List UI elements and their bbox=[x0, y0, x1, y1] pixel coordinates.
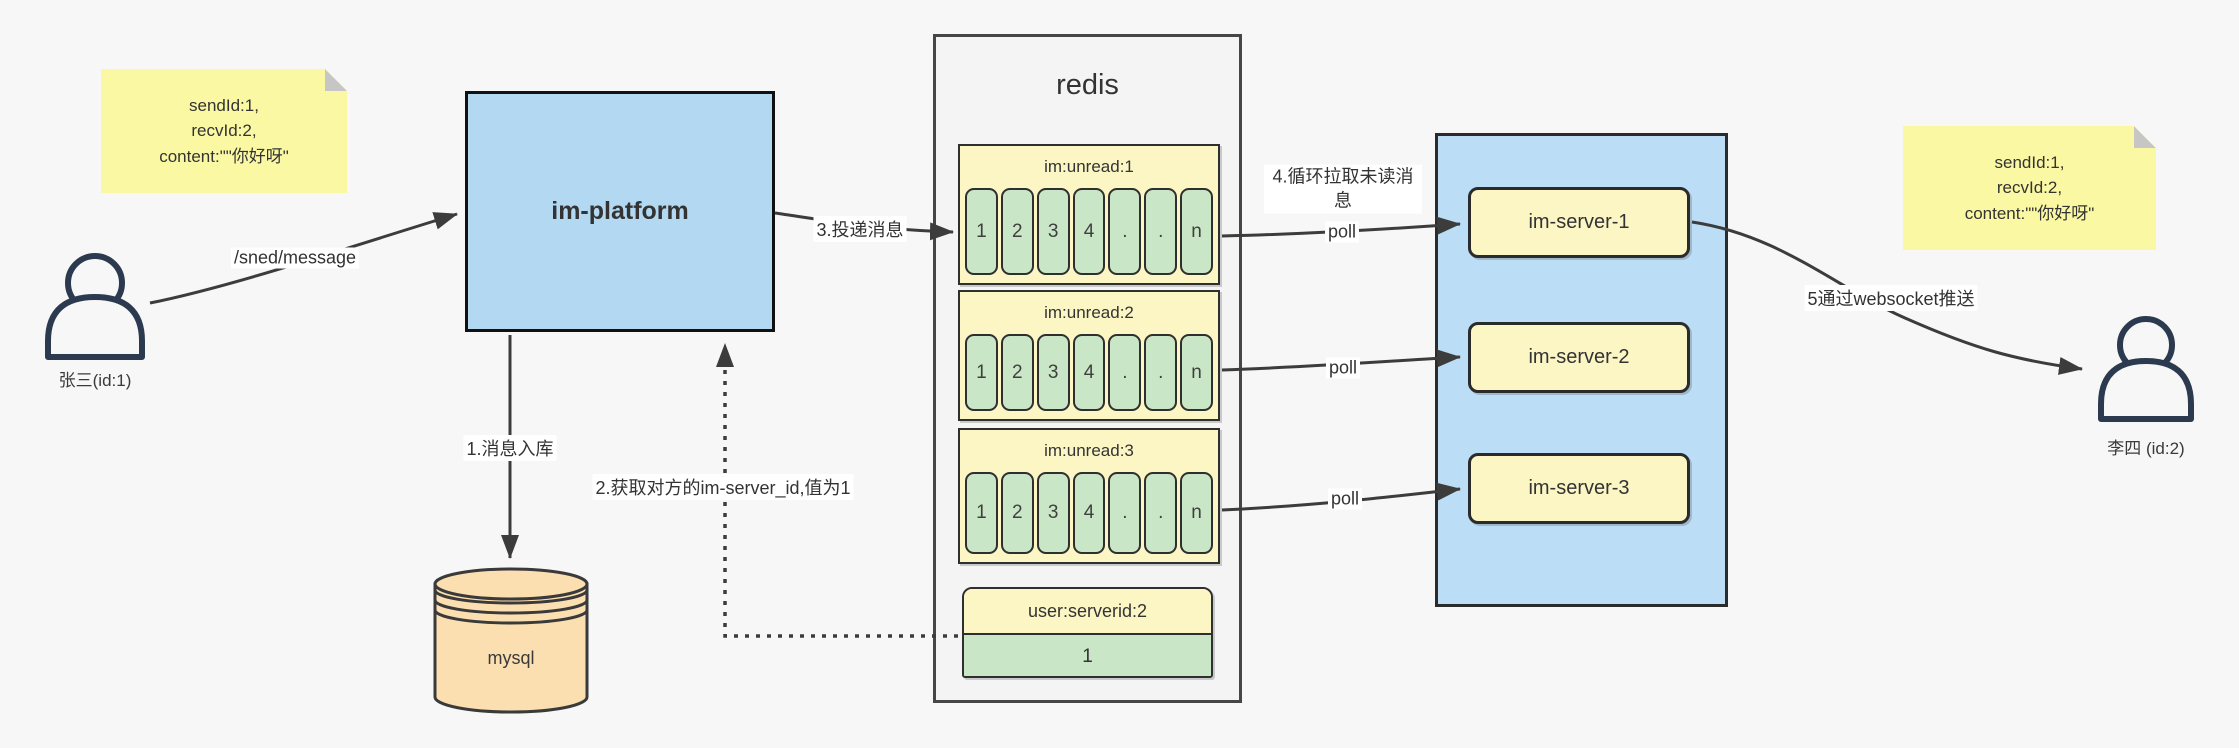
note-line: recvId:2, bbox=[1996, 178, 2063, 198]
edge-label-step2: 2.获取对方的im-server_id,值为1 bbox=[592, 474, 854, 500]
kv-key: user:serverid:2 bbox=[964, 589, 1211, 635]
queue-cell: 2 bbox=[1000, 334, 1034, 411]
queue-cell: 3 bbox=[1036, 334, 1070, 411]
note-line: content:""你好呀" bbox=[159, 146, 289, 166]
im-platform-label: im-platform bbox=[551, 197, 689, 225]
queue-cells: 1 2 3 4 . . n bbox=[960, 472, 1218, 562]
im-server-3-label: im-server-3 bbox=[1528, 477, 1630, 499]
queue-cell: n bbox=[1180, 334, 1214, 411]
note-fold-corner bbox=[2134, 126, 2156, 148]
im-server-3-node: im-server-3 bbox=[1468, 453, 1690, 524]
queue-cell: 1 bbox=[965, 472, 998, 554]
queue-cell: . bbox=[1108, 188, 1142, 275]
queue-cell: 4 bbox=[1072, 334, 1106, 411]
queue-cell: . bbox=[1108, 472, 1142, 554]
im-server-1-label: im-server-1 bbox=[1528, 211, 1630, 233]
edge-label-poll-1: poll bbox=[1324, 221, 1360, 243]
im-platform-node: im-platform bbox=[465, 91, 775, 332]
mysql-database-icon bbox=[433, 567, 589, 714]
im-server-1-node: im-server-1 bbox=[1468, 187, 1690, 258]
redis-queue-unread-3: im:unread:3 1 2 3 4 . . n bbox=[958, 428, 1220, 564]
queue-cell: 1 bbox=[965, 188, 998, 275]
im-server-2-label: im-server-2 bbox=[1528, 346, 1630, 368]
kv-value: 1 bbox=[964, 635, 1211, 676]
queue-cell: 3 bbox=[1036, 188, 1070, 275]
redis-queue-unread-2: im:unread:2 1 2 3 4 . . n bbox=[958, 290, 1220, 421]
queue-name: im:unread:2 bbox=[1044, 303, 1134, 322]
sticky-note-receiver: sendId:1, recvId:2, content:""你好呀" bbox=[1903, 126, 2156, 250]
queue-cell: n bbox=[1180, 188, 1214, 275]
note-line: content:""你好呀" bbox=[1964, 203, 2095, 223]
user-icon-receiver bbox=[2098, 316, 2194, 422]
edge-label-step1: 1.消息入库 bbox=[463, 435, 557, 461]
redis-title: redis bbox=[1056, 69, 1119, 101]
queue-cell: . bbox=[1144, 334, 1178, 411]
queue-cell: 1 bbox=[965, 334, 998, 411]
edge-label-step4: 4.循环拉取未读消息 bbox=[1264, 164, 1422, 214]
queue-cell: . bbox=[1144, 472, 1178, 554]
receiver-label: 李四 (id:2) bbox=[2107, 439, 2185, 458]
queue-cells: 1 2 3 4 . . n bbox=[960, 334, 1218, 419]
queue-cell: 4 bbox=[1072, 188, 1106, 275]
queue-cell: 2 bbox=[1000, 188, 1034, 275]
queue-cells: 1 2 3 4 . . n bbox=[960, 188, 1218, 283]
queue-cell: n bbox=[1180, 472, 1214, 554]
edge-label-step3: 3.投递消息 bbox=[813, 216, 907, 242]
user-icon-sender bbox=[45, 253, 145, 360]
sender-label: 张三(id:1) bbox=[58, 371, 132, 390]
queue-name: im:unread:1 bbox=[1044, 157, 1134, 176]
edge-label-send-api: /sned/message bbox=[230, 247, 360, 269]
note-line: recvId:2, bbox=[191, 121, 257, 141]
queue-cell: 3 bbox=[1036, 472, 1070, 554]
queue-cell: . bbox=[1108, 334, 1142, 411]
note-line: sendId:1, bbox=[1994, 152, 2065, 172]
queue-name: im:unread:3 bbox=[1044, 441, 1134, 460]
queue-cell: 4 bbox=[1072, 472, 1106, 554]
queue-cell: 2 bbox=[1000, 472, 1034, 554]
queue-cell: . bbox=[1144, 188, 1178, 275]
im-server-2-node: im-server-2 bbox=[1468, 322, 1690, 393]
redis-kv-user-serverid: user:serverid:2 1 bbox=[962, 587, 1213, 678]
edge-label-step5: 5通过websocket推送 bbox=[1804, 285, 1978, 311]
mysql-label: mysql bbox=[487, 648, 535, 668]
sticky-note-sender: sendId:1, recvId:2, content:""你好呀" bbox=[101, 69, 347, 193]
note-line: sendId:1, bbox=[189, 95, 259, 115]
note-fold-corner bbox=[325, 69, 347, 91]
edge-label-poll-2: poll bbox=[1325, 357, 1361, 379]
edge-label-poll-3: poll bbox=[1327, 488, 1363, 510]
redis-queue-unread-1: im:unread:1 1 2 3 4 . . n bbox=[958, 144, 1220, 285]
